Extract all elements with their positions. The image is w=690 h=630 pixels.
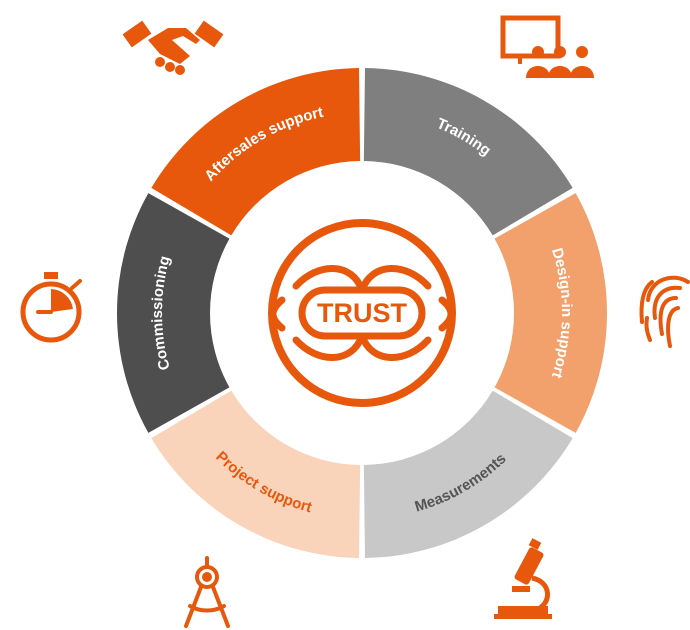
presentation-audience-icon <box>500 15 594 78</box>
segment-aftersales-support <box>151 68 361 236</box>
trust-emblem: TRUST <box>268 219 456 407</box>
handshake-icon <box>122 20 224 75</box>
microscope-icon <box>494 538 552 619</box>
trust-label: TRUST <box>317 298 407 328</box>
stopwatch-icon <box>20 272 82 343</box>
segment-measurements <box>363 390 573 558</box>
segment-project-support <box>151 390 361 558</box>
fingerprint-icon <box>639 275 690 348</box>
service-ring <box>117 68 607 558</box>
segment-commissioning <box>117 193 230 433</box>
segment-training <box>363 68 573 236</box>
drawing-compass-icon <box>184 556 230 628</box>
segment-design-in-support <box>494 193 607 433</box>
